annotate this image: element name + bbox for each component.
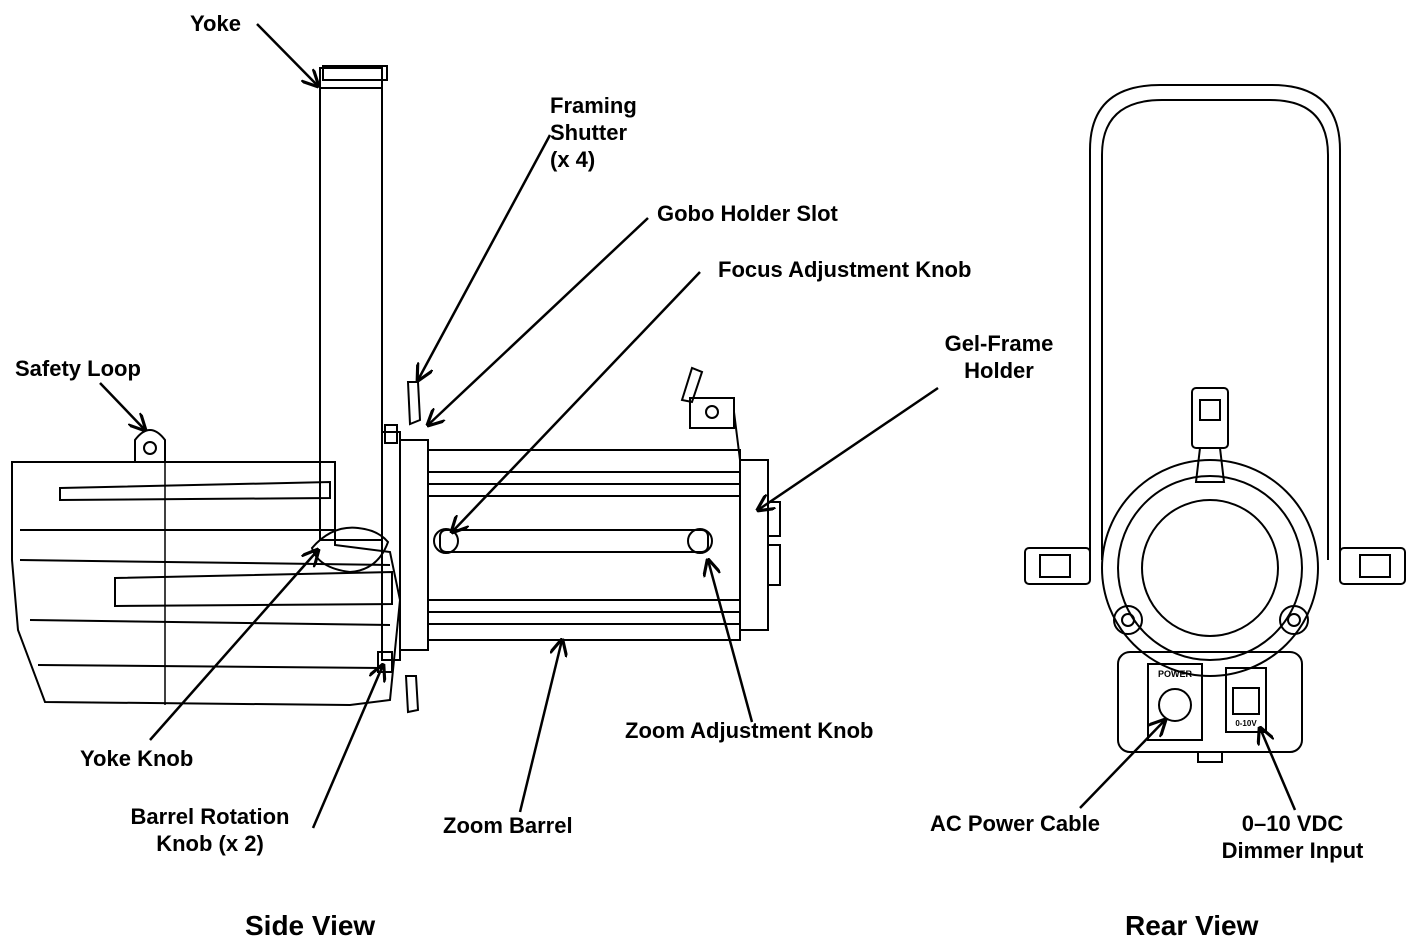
dimmer-panel-text: 0-10V (1235, 719, 1257, 728)
rear-right-yoke-knob (1339, 547, 1406, 585)
yoke-knob (310, 526, 390, 574)
label-gobo-holder-slot: Gobo Holder Slot (657, 201, 838, 226)
arrow-gobo-holder-slot (428, 217, 649, 425)
framing-shutter-bottom (404, 675, 420, 714)
focus-knob (433, 528, 459, 554)
arrow-framing-shutter (418, 134, 552, 380)
rear-housing (1101, 459, 1319, 677)
fixture-body (11, 461, 402, 707)
label-framing-shutter-line-1: Framing (550, 93, 637, 118)
label-yoke-knob: Yoke Knob (80, 746, 194, 771)
arrow-dimmer-input (1260, 728, 1297, 811)
label-ac-power-cable: AC Power Cable (930, 811, 1100, 836)
label-barrel-rotation-knob-line-1: Barrel Rotation (130, 804, 290, 829)
power-panel-text: POWER (1158, 669, 1193, 679)
framing-shutter-top (406, 381, 422, 426)
arrow-gel-frame-holder (758, 386, 939, 510)
rear-yoke (1089, 84, 1341, 560)
label-zoom-barrel: Zoom Barrel (443, 813, 573, 838)
label-gel-frame-holder-line-2: Holder (964, 358, 1034, 383)
label-barrel-rotation-knob: Barrel Rotation Knob (x 2) (110, 803, 310, 857)
label-framing-shutter: Framing Shutter (x 4) (550, 92, 637, 173)
rear-view-title: Rear View (1125, 910, 1259, 941)
arrow-yoke-knob (149, 550, 318, 741)
arrow-safety-loop (99, 382, 145, 430)
arrow-zoom-knob (708, 560, 754, 723)
arrow-zoom-barrel (518, 640, 562, 813)
side-view-drawing (11, 65, 781, 714)
arrow-ac-power-cable (1079, 720, 1165, 809)
yoke-arm (319, 67, 383, 541)
safety-loop (134, 429, 166, 462)
label-gel-frame-holder: Gel-Frame Holder (932, 330, 1066, 384)
label-safety-loop: Safety Loop (15, 356, 141, 381)
label-focus-adjustment-knob: Focus Adjustment Knob (718, 257, 972, 282)
label-dimmer-input-line-1: 0–10 VDC (1241, 811, 1344, 836)
label-framing-shutter-line-2: Shutter (550, 120, 627, 145)
label-framing-shutter-line-3: (x 4) (550, 147, 596, 172)
arrow-barrel-rotation-knob (311, 665, 383, 829)
rear-connector-panel (1117, 651, 1303, 753)
rear-lens-ring (1141, 499, 1279, 637)
label-barrel-rotation-knob-line-2: Knob (x 2) (156, 831, 264, 856)
callout-arrows (99, 23, 1297, 829)
side-view-title: Side View (245, 910, 376, 941)
label-zoom-adjustment-knob: Zoom Adjustment Knob (625, 718, 874, 743)
arrow-focus-knob (452, 271, 701, 532)
label-yoke: Yoke (190, 11, 241, 36)
label-dimmer-input-line-2: Dimmer Input (1221, 838, 1364, 863)
arrow-yoke (256, 23, 318, 86)
rear-left-yoke-knob (1024, 547, 1091, 585)
dimmer-connector (1232, 687, 1260, 715)
label-dimmer-input: 0–10 VDC Dimmer Input (1200, 810, 1385, 864)
label-gel-frame-holder-line-1: Gel-Frame (944, 331, 1054, 356)
rear-view-drawing (1024, 84, 1406, 763)
power-connector (1158, 688, 1192, 722)
zoom-knob (687, 528, 713, 554)
